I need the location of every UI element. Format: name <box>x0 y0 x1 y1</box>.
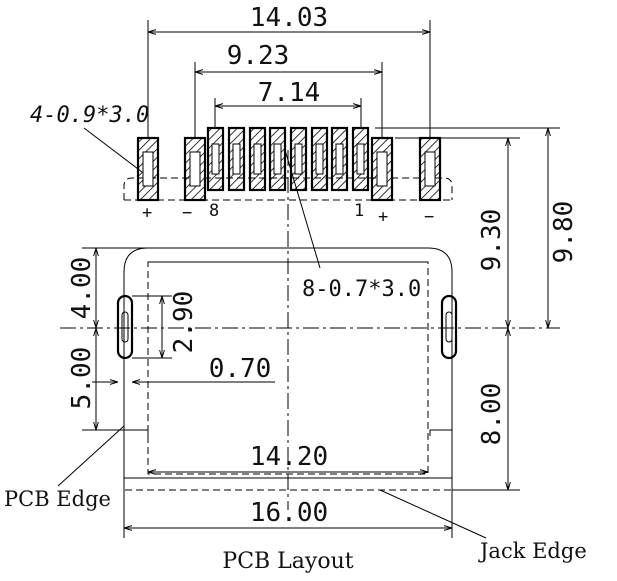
jack-body-outline <box>123 247 453 430</box>
right-foot <box>429 429 452 436</box>
pad-hole <box>211 143 220 175</box>
pad-hole <box>315 143 324 175</box>
leader-side-pads <box>83 127 143 173</box>
leader-signal-pads <box>284 149 321 269</box>
side-pads <box>136 136 442 202</box>
pin-mark-right-minus: − <box>424 207 434 227</box>
dim-4-00: 4.00 <box>67 257 97 320</box>
note-side-pads: 4-0.9*3.0 <box>30 103 149 128</box>
pad-holes <box>142 143 436 187</box>
dim-14-20: 14.20 <box>250 442 328 472</box>
pin-mark-left-minus: − <box>182 203 192 223</box>
leader-jack-edge <box>379 489 487 539</box>
dim-0-70: 0.70 <box>209 354 272 384</box>
pin-mark-1: 1 <box>354 201 364 221</box>
pin-mark-8: 8 <box>209 201 219 221</box>
dim-14-03: 14.03 <box>250 3 328 33</box>
dim-16-00: 16.00 <box>250 498 328 528</box>
jack-body-lower-outline <box>123 430 453 479</box>
drawing-title: PCB Layout <box>222 549 353 574</box>
dim-9-30: 9.30 <box>477 209 507 272</box>
label-jack-edge: Jack Edge <box>478 539 587 563</box>
housing-outline-top <box>123 177 453 200</box>
pad-hole <box>294 143 303 175</box>
pad-hole <box>424 151 436 187</box>
dim-5-00: 5.00 <box>67 347 97 410</box>
dim-9-23: 9.23 <box>227 41 290 71</box>
right-mounting-slot-inner <box>445 311 453 343</box>
pad-hole <box>189 151 201 187</box>
left-foot <box>124 429 149 436</box>
pad-hole <box>142 151 154 187</box>
dim-7-14: 7.14 <box>258 78 321 108</box>
pin-mark-left-plus: + <box>142 203 152 223</box>
right-mounting-slot <box>440 294 458 360</box>
pad-hole <box>356 143 365 175</box>
pad-hole <box>273 143 282 175</box>
label-pcb-edge: PCB Edge <box>4 487 111 511</box>
pad-hole <box>376 151 388 187</box>
dim-2-90: 2.90 <box>169 291 199 354</box>
left-mounting-slot-inner <box>121 311 129 343</box>
note-signal-pads: 8-0.7*3.0 <box>302 277 421 302</box>
pad-hole <box>232 143 241 175</box>
pad-hole <box>253 143 262 175</box>
leader-pcb-edge <box>57 425 125 487</box>
dim-9-80: 9.80 <box>549 201 579 264</box>
pin-mark-right-plus: + <box>378 207 388 227</box>
pad-hole <box>335 143 344 175</box>
dim-8-00: 8.00 <box>477 383 507 446</box>
left-mounting-slot <box>116 294 134 360</box>
